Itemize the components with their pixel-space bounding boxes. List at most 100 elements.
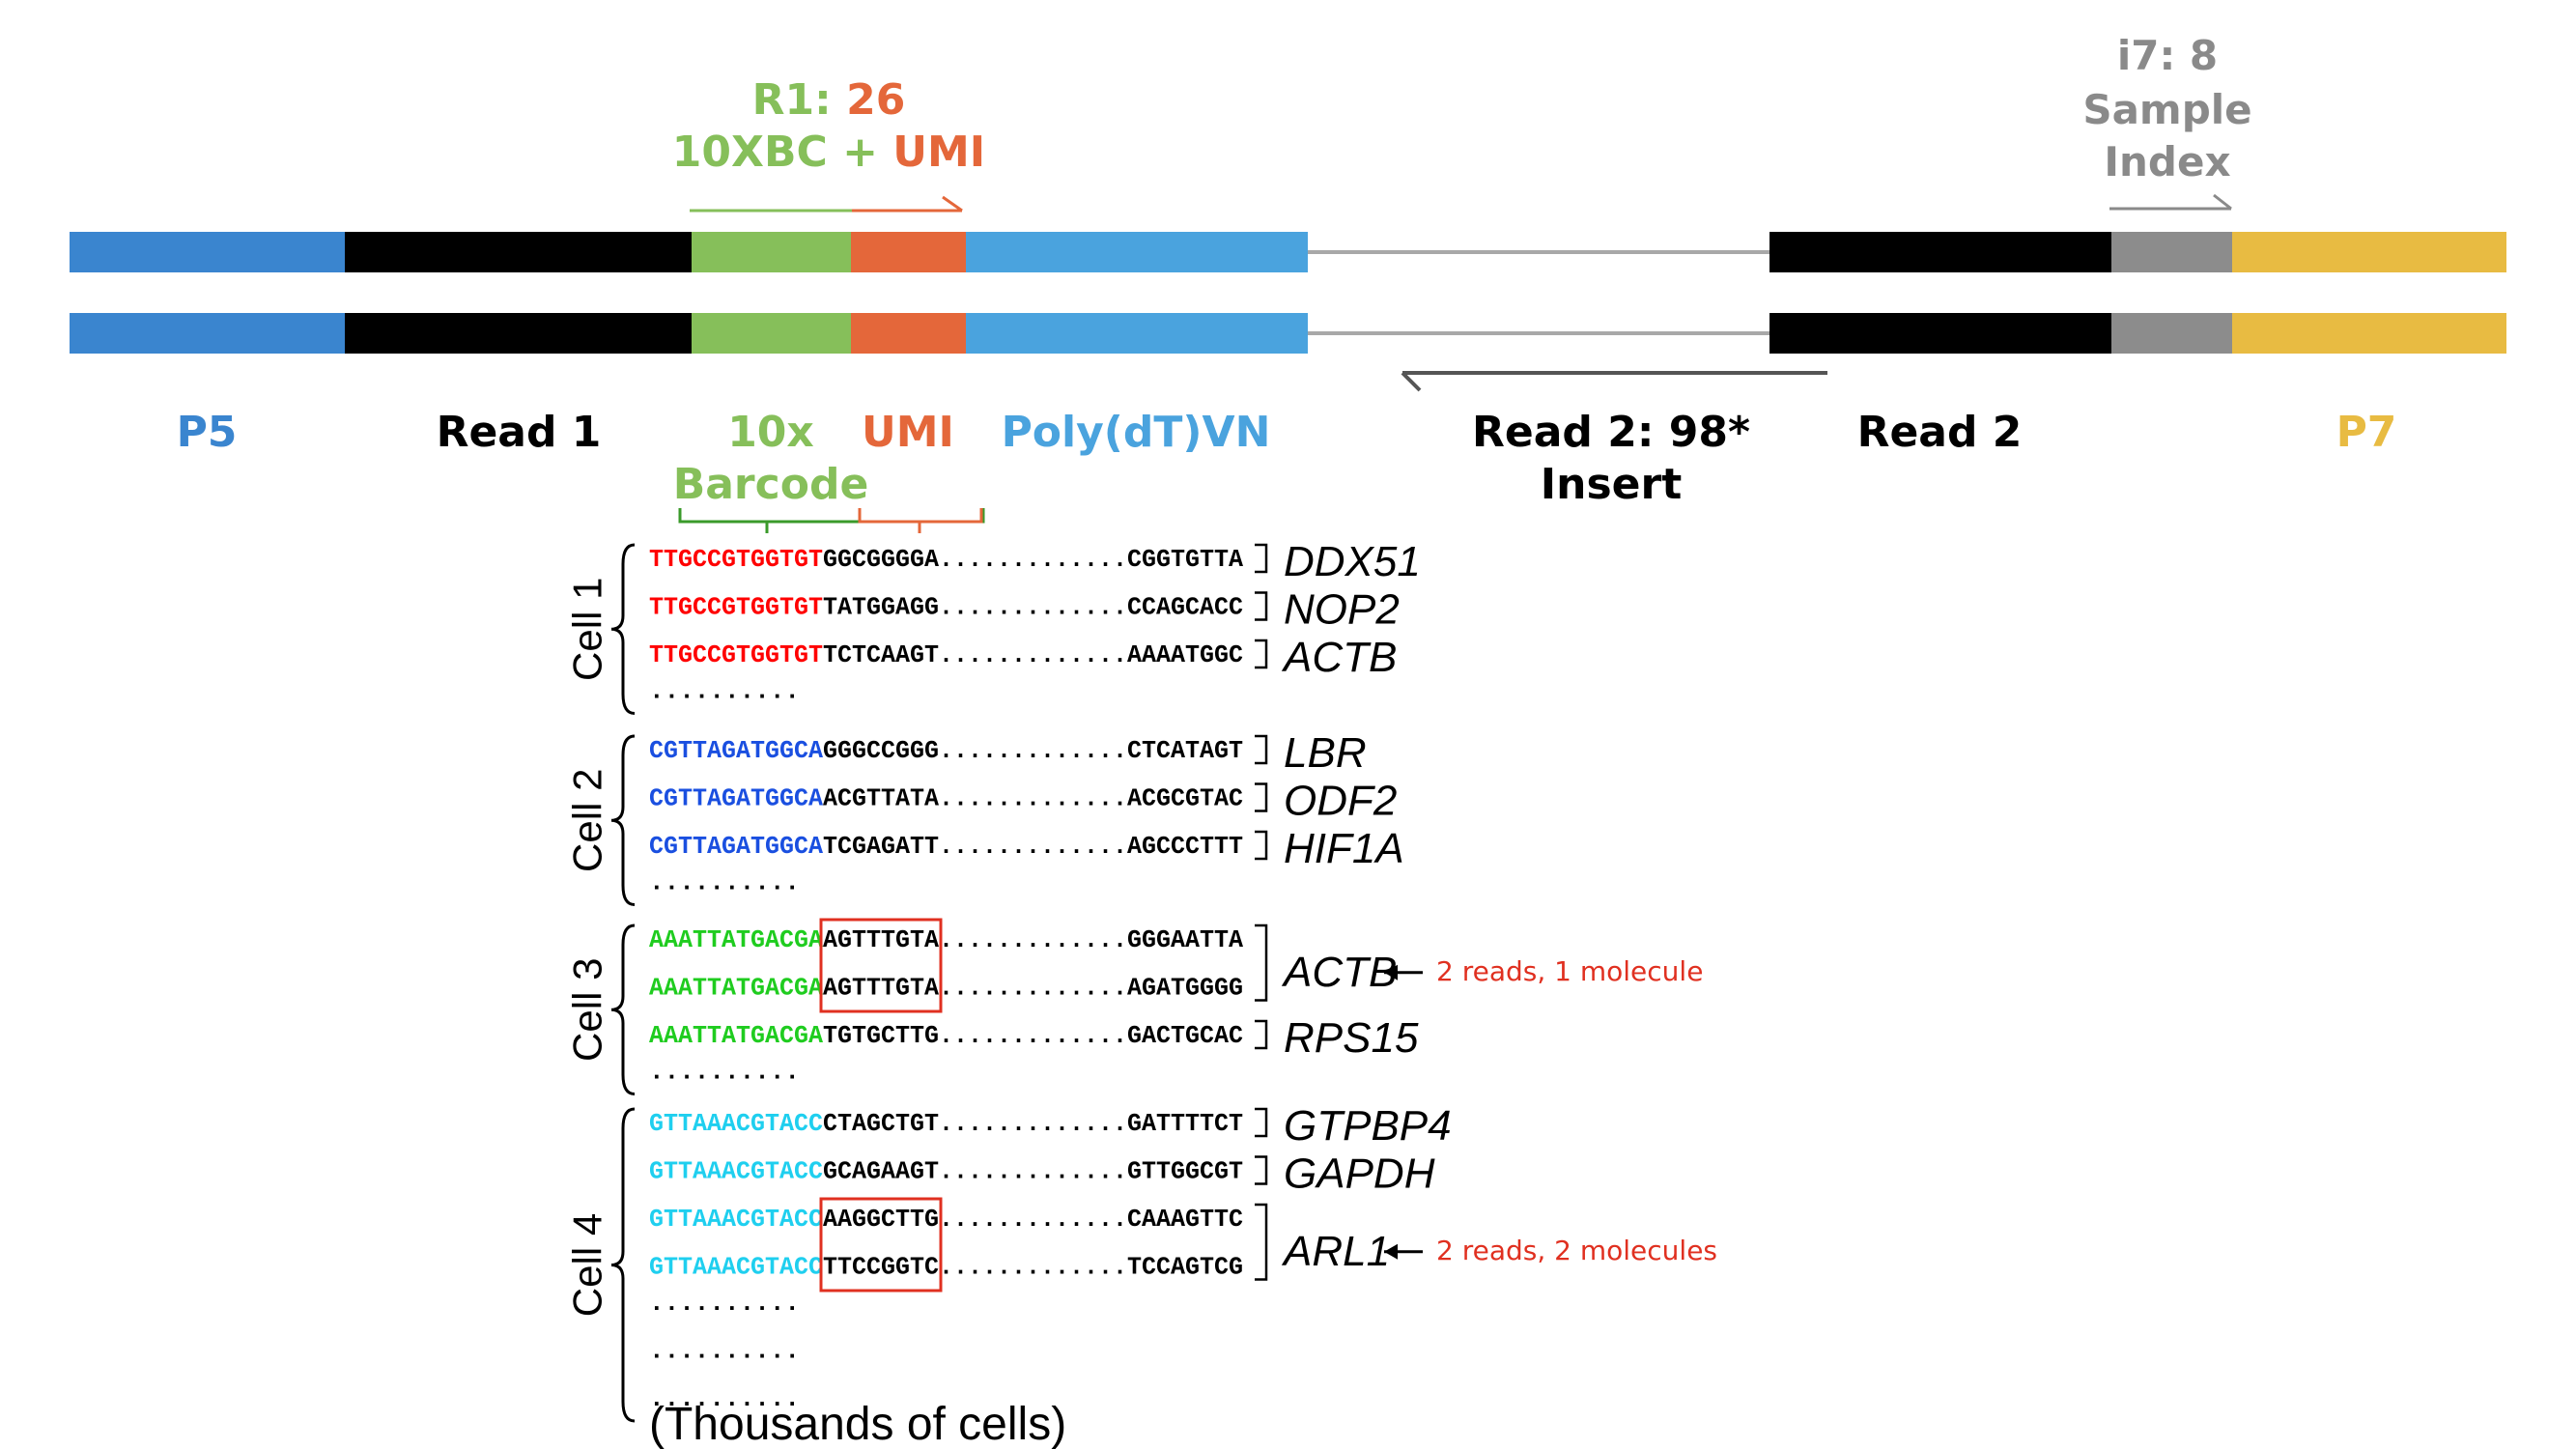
segment-p7 [2232, 232, 2506, 272]
gene-bracket [1255, 1019, 1268, 1050]
umi-seq: GGGCCGGG.............CTCATAGT [823, 736, 1243, 765]
read-sequence: TTGCCGTGGTGTGGCGGGGA.............CGGTGTT… [649, 545, 1243, 574]
gene-label: ACTB [1281, 634, 1397, 681]
segment-p7 [2232, 313, 2506, 354]
footer-note: (Thousands of cells) [649, 1399, 1066, 1449]
label-read2: Read 2 [1857, 408, 2023, 457]
gene-bracket [1255, 1155, 1268, 1185]
read-sequence: GTTAAACGTACCAAGGCTTG.............CAAAGTT… [649, 1205, 1243, 1234]
segment-read1 [345, 313, 692, 354]
cell-label: Cell 2 [565, 769, 610, 872]
umi-seq: GCAGAAGT.............GTTGGCGT [823, 1157, 1243, 1186]
label-barcode-1: 10x [727, 408, 814, 457]
cell-barcode-seq: CGTTAGATGGCA [649, 784, 823, 813]
gene-label: LBR [1284, 729, 1367, 777]
read-sequence: CGTTAGATGGCAGGGCCGGG.............CTCATAG… [649, 736, 1243, 765]
label-umi: UMI [862, 408, 954, 457]
more-reads-dots: .......... [649, 1384, 800, 1413]
more-reads-dots: .......... [649, 868, 800, 897]
label-p5: P5 [177, 408, 238, 457]
cell-brace [610, 543, 636, 715]
more-reads-dots: .......... [649, 677, 800, 706]
i7-index-label-3: Index [2104, 138, 2230, 185]
cell-barcode-seq: AAATTATGACGA [649, 1021, 823, 1050]
umi-count-note: 2 reads, 2 molecules [1436, 1235, 1717, 1266]
segment-polydt [966, 232, 1308, 272]
cell-brace [610, 923, 636, 1095]
barcode-bracket [678, 508, 985, 533]
segment-read2 [1769, 232, 2111, 272]
gene-bracket [1255, 543, 1268, 574]
segment-p5 [70, 232, 345, 272]
label-p7: P7 [2336, 408, 2397, 457]
read-sequence: CGTTAGATGGCATCGAGATT.............AGCCCTT… [649, 832, 1243, 861]
label-read2-insert-1: Read 2: 98* [1472, 408, 1750, 457]
gene-label: HIF1A [1284, 825, 1404, 872]
segment-read2 [1769, 313, 2111, 354]
r1-length-label: R1: 26 [752, 75, 906, 125]
i7-direction-arrow [2109, 193, 2232, 211]
cells-layer: Cell 1TTGCCGTGGTGTGGCGGGGA.............C… [565, 538, 1717, 1423]
gene-label: ODF2 [1284, 778, 1397, 825]
more-reads-dots: .......... [649, 1058, 800, 1087]
gene-label: ACTB [1281, 949, 1397, 996]
i7-index-label-2: Sample [2082, 86, 2251, 133]
library-strand-bottom [70, 313, 2506, 354]
cell-barcode-seq: AAATTATGACGA [649, 925, 823, 954]
cell-label: Cell 1 [565, 578, 610, 681]
gene-bracket [1255, 591, 1268, 621]
label-polydt: Poly(dT)VN [1002, 408, 1271, 457]
segment-umi [851, 313, 966, 354]
segment-barcode [692, 313, 851, 354]
cell-barcode-seq: TTGCCGTGGTGT [649, 545, 823, 574]
gene-bracket [1255, 734, 1268, 765]
cell-group-1: Cell 1TTGCCGTGGTGTGGCGGGGA.............C… [565, 538, 1421, 715]
read-sequence: TTGCCGTGGTGTTATGGAGG.............CCAGCAC… [649, 593, 1243, 622]
umi-seq: AGTTTGTA.............AGATGGGG [823, 974, 1243, 1003]
umi-seq: TCTCAAGT.............AAAATGGC [823, 640, 1243, 669]
umi-highlight-box [819, 1197, 943, 1293]
umi-seq: TCGAGATT.............AGCCCTTT [823, 832, 1243, 861]
gene-group-bracket [1255, 923, 1268, 1002]
gene-label: ARL1 [1281, 1228, 1390, 1275]
cell-barcode-seq: CGTTAGATGGCA [649, 832, 823, 861]
umi-seq: TATGGAGG.............CCAGCACC [823, 593, 1243, 622]
gene-label: DDX51 [1284, 538, 1421, 585]
read-sequence: GTTAAACGTACCCTAGCTGT.............GATTTTC… [649, 1109, 1243, 1138]
cell-label: Cell 4 [565, 1213, 610, 1317]
gene-bracket [1255, 782, 1268, 812]
read-sequence: TTGCCGTGGTGTTCTCAAGT.............AAAATGG… [649, 640, 1243, 669]
gene-label: RPS15 [1284, 1014, 1419, 1062]
cell-barcode-seq: GTTAAACGTACC [649, 1205, 823, 1234]
cell-barcode-seq: GTTAAACGTACC [649, 1157, 823, 1186]
label-read2-insert-2: Insert [1541, 460, 1682, 509]
umi-seq: ACGTTATA.............ACGCGTAC [823, 784, 1243, 813]
umi-seq: TTCCGGTC.............TCCAGTCG [823, 1253, 1243, 1282]
gene-group-bracket [1255, 1203, 1268, 1281]
more-reads-dots: .......... [649, 1337, 800, 1366]
cell-barcode-seq: AAATTATGACGA [649, 974, 823, 1003]
read-sequence: AAATTATGACGATGTGCTTG.............GACTGCA… [649, 1021, 1243, 1050]
umi-seq: AGTTTGTA.............GGGAATTA [823, 925, 1243, 954]
gene-label: GAPDH [1284, 1151, 1435, 1198]
segment-i7 [2111, 313, 2232, 354]
cell-group-4: Cell 4GTTAAACGTACCCTAGCTGT.............G… [565, 1102, 1717, 1423]
gene-bracket [1255, 830, 1268, 861]
segment-read1 [345, 232, 692, 272]
gene-label: NOP2 [1284, 586, 1400, 634]
r1-direction-arrow [690, 195, 963, 213]
segment-umi [851, 232, 966, 272]
cell-brace [610, 734, 636, 906]
cell-barcode-seq: TTGCCGTGGTGT [649, 640, 823, 669]
gene-label: GTPBP4 [1284, 1102, 1452, 1150]
read-sequence: CGTTAGATGGCAACGTTATA.............ACGCGTA… [649, 784, 1243, 813]
umi-seq: GGCGGGGA.............CGGTGTTA [823, 545, 1243, 574]
umi-seq: CTAGCTGT.............GATTTTCT [823, 1109, 1243, 1138]
read-sequence: GTTAAACGTACCGCAGAAGT.............GTTGGCG… [649, 1157, 1243, 1186]
cell-barcode-seq: TTGCCGTGGTGT [649, 593, 823, 622]
gene-bracket [1255, 1107, 1268, 1138]
label-barcode-2: Barcode [673, 460, 869, 509]
label-read1: Read 1 [437, 408, 602, 457]
